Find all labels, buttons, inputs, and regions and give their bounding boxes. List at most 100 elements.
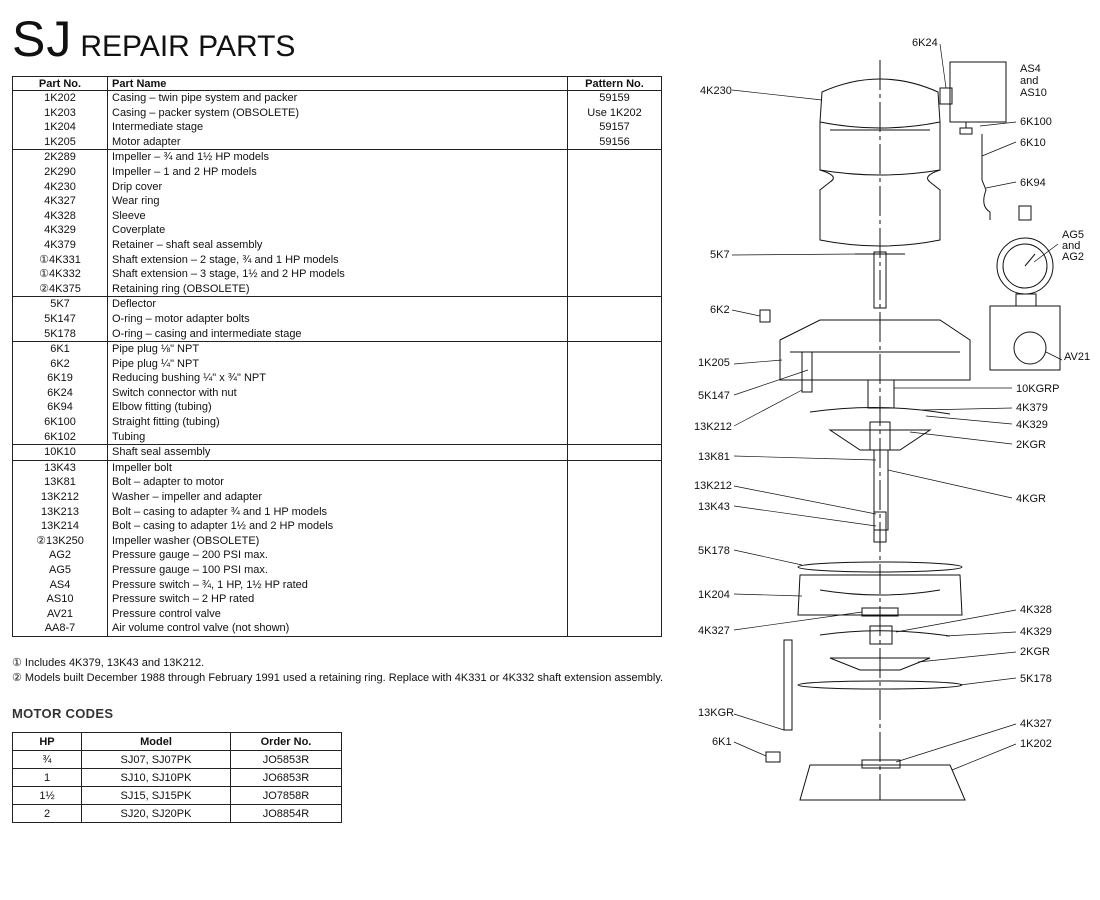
- cell-part-name: Pressure gauge – 200 PSI max.: [107, 548, 568, 563]
- cell-pattern-no: [567, 459, 662, 476]
- cell-part-no: 4K328: [12, 208, 108, 224]
- cell-part-no: AG5: [12, 563, 108, 578]
- cell-part-no: 1K203: [12, 105, 108, 121]
- cell-part-name: Impeller – ¾ and 1½ HP models: [107, 149, 568, 165]
- cell-part-no: 6K94: [12, 400, 108, 416]
- callout-ag5: AG5: [1062, 229, 1084, 241]
- cell-pattern-no: [567, 429, 662, 445]
- cell-part-name: O-ring – motor adapter bolts: [107, 311, 568, 327]
- cell-part-no: 6K1: [12, 341, 108, 357]
- cell-pattern-no: [567, 519, 662, 534]
- cell-pattern-no: [567, 194, 662, 209]
- callout-1k202: 1K202: [1020, 738, 1052, 750]
- cell-part-no: 13K43: [12, 459, 108, 476]
- cell-part-no: 2K290: [12, 164, 108, 180]
- cell-part-no: 1K204: [12, 120, 108, 135]
- callout-4k327-b: 4K327: [1020, 718, 1052, 730]
- cell-pattern-no: [567, 326, 662, 342]
- cell-part-name: Pressure control valve: [107, 606, 568, 622]
- motor-table-header: HP Model Order No.: [12, 732, 342, 751]
- callout-13k81: 13K81: [698, 451, 730, 463]
- cell-part-name: Straight fitting (tubing): [107, 415, 568, 430]
- cell-part-no: 4K327: [12, 194, 108, 209]
- cell-pattern-no: [567, 281, 662, 297]
- cell-part-name: Elbow fitting (tubing): [107, 400, 568, 416]
- cell-part-name: Air volume control valve (not shown): [107, 621, 568, 637]
- cell-pattern-no: 59157: [567, 120, 662, 135]
- callout-6k1: 6K1: [712, 736, 732, 748]
- cell-part-name: Shaft seal assembly: [107, 444, 568, 461]
- cell-pattern-no: [567, 415, 662, 430]
- cell-part-name: Bolt – casing to adapter 1½ and 2 HP mod…: [107, 519, 568, 534]
- callout-6k10: 6K10: [1020, 137, 1046, 149]
- cell-part-no: AG2: [12, 548, 108, 563]
- callout-2kgr-a: 2KGR: [1016, 439, 1046, 451]
- callout-2kgr-b: 2KGR: [1020, 646, 1050, 658]
- cell-part-no: 13K81: [12, 475, 108, 491]
- cell-part-name: Bolt – adapter to motor: [107, 475, 568, 491]
- cell-part-name: Reducing bushing ¼" x ¾" NPT: [107, 371, 568, 386]
- callout-5k178-b: 5K178: [1020, 673, 1052, 685]
- cell-pattern-no: [567, 490, 662, 505]
- cell-part-name: Shaft extension – 2 stage, ¾ and 1 HP mo…: [107, 252, 568, 268]
- motor-shaft: [873, 251, 887, 309]
- cell-pattern-no: [567, 164, 662, 180]
- cell-part-no: 5K7: [12, 296, 108, 312]
- cell-part-name: Pressure gauge – 100 PSI max.: [107, 563, 568, 578]
- cell-pattern-no: [567, 563, 662, 578]
- cell-part-name: Sleeve: [107, 208, 568, 224]
- cell-part-name: Wear ring: [107, 194, 568, 209]
- cell-part-name: Impeller bolt: [107, 459, 568, 476]
- cell-part-no: AA8-7: [12, 621, 108, 637]
- cell-part-no: AS4: [12, 577, 108, 593]
- callout-13k43: 13K43: [698, 501, 730, 513]
- cell-part-name: Retainer – shaft seal assembly: [107, 237, 568, 253]
- col-part-no: Part No.: [12, 76, 108, 91]
- cell-part-name: Bolt – casing to adapter ¾ and 1 HP mode…: [107, 504, 568, 520]
- cell-part-name: Motor adapter: [107, 134, 568, 150]
- cell-part-no: 13K214: [12, 519, 108, 534]
- cell-pattern-no: [567, 592, 662, 607]
- o-ring-upper: [797, 561, 963, 573]
- cell-part-no: 1K205: [12, 134, 108, 150]
- cell-part-name: Switch connector with nut: [107, 385, 568, 401]
- callout-4kgr: 4KGR: [1016, 493, 1046, 505]
- cell-pattern-no: [567, 371, 662, 386]
- cell-pattern-no: [567, 606, 662, 622]
- cell-part-name: Casing – twin pipe system and packer: [107, 89, 568, 106]
- cell-part-no: 4K379: [12, 237, 108, 253]
- col-order-no: Order No.: [230, 732, 342, 751]
- cell-part-no: 6K102: [12, 429, 108, 445]
- cell-part-no: ①4K332: [12, 267, 108, 282]
- cell-part-no: 2K289: [12, 149, 108, 165]
- callout-as4-and: and: [1020, 75, 1038, 87]
- cell-pattern-no: [567, 311, 662, 327]
- callout-4k329-a: 4K329: [1016, 419, 1048, 431]
- pipe-plug-6k2: [759, 309, 771, 323]
- cell-part-no: ②13K250: [12, 533, 108, 549]
- parts-table-header: Part No. Part Name Pattern No.: [12, 76, 662, 91]
- title-sj: SJ: [12, 11, 73, 67]
- cell-part-name: Intermediate stage: [107, 120, 568, 135]
- cell-pattern-no: [567, 621, 662, 637]
- motor-drip-cover: [819, 78, 941, 247]
- callout-13kgr: 13KGR: [698, 707, 734, 719]
- cell-part-name: Impeller – 1 and 2 HP models: [107, 164, 568, 180]
